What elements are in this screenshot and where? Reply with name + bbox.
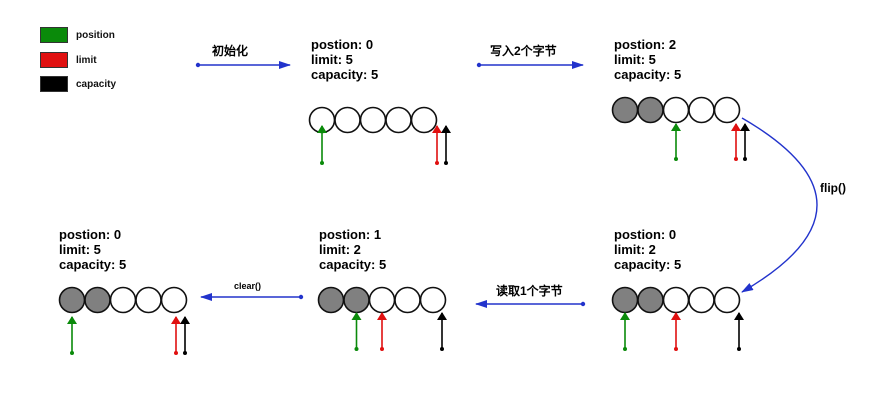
read-arrow-tail <box>580 301 586 307</box>
state-2-buffer-slot-4 <box>688 96 715 124</box>
state-5-buffer-slot-2 <box>84 286 111 314</box>
state-3-position-pointer-base <box>623 347 627 351</box>
legend-position-label: position <box>76 29 115 41</box>
legend-position: position <box>40 27 115 43</box>
state-5-text: postion: 0 limit: 5 capacity: 5 <box>59 227 126 272</box>
state-3-capacity: capacity: 5 <box>614 257 682 272</box>
state-1-buffer-slot-5 <box>410 106 438 134</box>
flip-arrow <box>741 117 818 293</box>
label-clear: clear() <box>234 281 262 291</box>
state-2-buffer-slot-5 <box>713 96 741 124</box>
state-1-limit: limit: 5 <box>311 52 353 67</box>
state-4-limit: limit: 2 <box>319 242 361 257</box>
state-5-limit: limit: 5 <box>59 242 101 257</box>
state-2-buffer-slot-3 <box>662 96 690 124</box>
state-5-capacity-pointer-base <box>183 351 187 355</box>
state-2-position: postion: 2 <box>614 37 677 52</box>
label-flip: flip() <box>820 181 846 195</box>
write-arrow-tail <box>476 62 482 68</box>
state-2-limit: limit: 5 <box>614 52 656 67</box>
state-4-buffer-slot-4 <box>394 286 421 314</box>
state-1-limit-pointer-base <box>435 161 439 165</box>
state-5-buffer-slot-5 <box>160 286 188 314</box>
state-5-buffer-slot-4 <box>135 286 162 314</box>
state-1-position: postion: 0 <box>311 37 374 52</box>
state-4-buffer-slot-3 <box>368 286 396 314</box>
state-3-buffer-slot-4 <box>688 286 715 314</box>
legend-position-swatch <box>40 27 68 43</box>
state-2-limit-pointer-base <box>734 157 738 161</box>
state-5-position: postion: 0 <box>59 227 122 242</box>
state-3-limit-pointer-base <box>674 347 678 351</box>
state-4-position: postion: 1 <box>319 227 382 242</box>
state-3-limit: limit: 2 <box>614 242 656 257</box>
state-4-buffer-slot-1 <box>317 286 345 314</box>
state-1-buffer-slot-3 <box>359 106 387 134</box>
state-2-text: postion: 2 limit: 5 capacity: 5 <box>614 37 681 82</box>
label-read: 读取1个字节 <box>496 284 563 298</box>
state-1-buffer-slot-2 <box>334 106 361 134</box>
state-3-text: postion: 0 limit: 2 capacity: 5 <box>614 227 681 272</box>
state-2-buffer-slot-1 <box>611 96 639 124</box>
state-4-limit-pointer-base <box>380 347 384 351</box>
legend-capacity-swatch <box>40 76 68 92</box>
state-1-position-pointer-base <box>320 161 324 165</box>
legend-limit-label: limit <box>76 54 97 66</box>
state-5-capacity: capacity: 5 <box>59 257 127 272</box>
state-5-buffer-slot-3 <box>109 286 137 314</box>
state-1-capacity: capacity: 5 <box>311 67 379 82</box>
state-2-buffer-slot-2 <box>637 96 664 124</box>
state-4-position-pointer-base <box>354 347 359 351</box>
state-3-buffer-slot-1 <box>611 286 639 314</box>
state-5-position-pointer-base <box>70 351 74 355</box>
clear-arrow-tail <box>298 294 304 300</box>
label-init: 初始化 <box>212 44 249 58</box>
state-4-buffer-slot-5 <box>419 286 447 314</box>
state-4-capacity: capacity: 5 <box>319 257 387 272</box>
legend-capacity: capacity <box>40 76 116 92</box>
state-3-buffer-slot-5 <box>713 286 741 314</box>
state-1-text: postion: 0 limit: 5 capacity: 5 <box>311 37 378 82</box>
state-3-buffer-slot-3 <box>662 286 690 314</box>
legend-capacity-label: capacity <box>76 78 117 90</box>
state-3-buffer-slot-2 <box>637 286 664 314</box>
legend-limit-swatch <box>40 52 68 68</box>
state-3-capacity-pointer-base <box>737 347 741 351</box>
state-4-text: postion: 1 limit: 2 capacity: 5 <box>319 227 386 272</box>
state-2-capacity: capacity: 5 <box>614 67 682 82</box>
label-write: 写入2个字节 <box>490 44 557 58</box>
init-arrow-tail <box>195 62 201 68</box>
state-5-limit-pointer-base <box>174 351 178 355</box>
legend-limit: limit <box>40 52 97 68</box>
state-2-capacity-pointer-base <box>743 157 747 161</box>
state-1-buffer-slot-4 <box>385 106 412 134</box>
state-3-position: postion: 0 <box>614 227 677 242</box>
state-4-capacity-pointer-base <box>440 347 444 351</box>
state-1-capacity-pointer-base <box>444 161 448 165</box>
state-5-buffer-slot-1 <box>58 286 86 314</box>
state-4-buffer-slot-2 <box>343 286 370 314</box>
state-2-position-pointer-base <box>674 157 678 161</box>
